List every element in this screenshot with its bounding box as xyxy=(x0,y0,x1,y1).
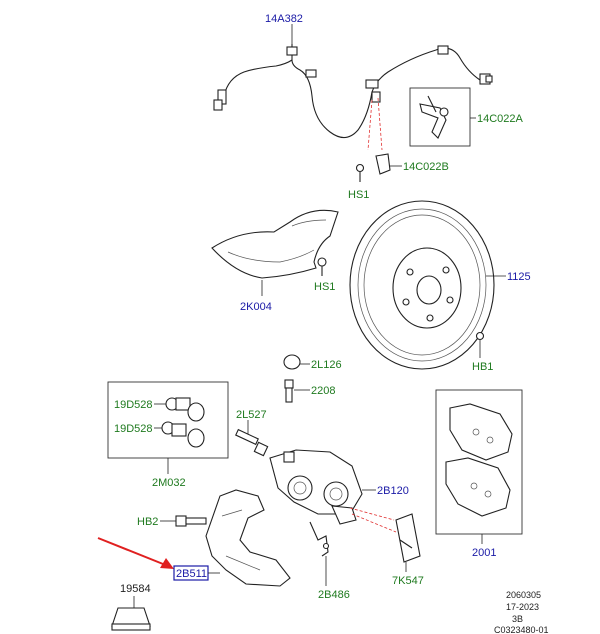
label-19D528-upper: 19D528 xyxy=(114,399,153,411)
grease-packet-19584 xyxy=(111,607,151,631)
stamp-line-2: 17-2023 xyxy=(506,602,539,612)
spring-clip-2B486 xyxy=(309,521,330,557)
guide-bolt-2L527 xyxy=(235,428,269,457)
stamp-line-4: C0323480-01 xyxy=(494,625,549,634)
guide-pin-kit-box xyxy=(107,381,229,459)
label-14C022B: 14C022B xyxy=(403,161,449,173)
caliper-carrier-2B511 xyxy=(205,489,291,587)
brake-pads-box xyxy=(435,389,523,535)
label-2001: 2001 xyxy=(472,547,496,559)
label-14C022A: 14C022A xyxy=(477,113,524,125)
splash-shield-2K004 xyxy=(211,209,339,279)
label-1125: 1125 xyxy=(507,271,531,283)
highlighted-part-2B511[interactable]: 2B511 xyxy=(173,565,209,581)
label-2B120: 2B120 xyxy=(377,485,409,497)
bolt-HB2 xyxy=(175,515,207,527)
bleed-cap-2L126 xyxy=(283,354,301,370)
brake-caliper-2B120 xyxy=(269,449,397,533)
label-7K547: 7K547 xyxy=(392,575,424,587)
bracket-14C022B xyxy=(355,153,391,182)
wear-sensor-7K547 xyxy=(395,513,421,563)
abs-sensor-cable xyxy=(213,44,493,151)
label-19D528-lower: 19D528 xyxy=(114,423,153,435)
bleed-screw-2208 xyxy=(284,379,294,403)
label-2B486: 2B486 xyxy=(318,589,350,601)
label-HS1-bottom: HS1 xyxy=(314,281,335,293)
stamp-line-1: 2060305 xyxy=(506,590,541,600)
label-HB1: HB1 xyxy=(472,361,493,373)
label-2L126: 2L126 xyxy=(311,359,342,371)
label-2B511: 2B511 xyxy=(176,568,207,580)
reference-stamp: 2060305 17-2023 3B C0323480-01 xyxy=(494,590,549,634)
label-19584: 19584 xyxy=(120,583,151,595)
label-2M032: 2M032 xyxy=(152,477,186,489)
label-2K004: 2K004 xyxy=(240,301,272,313)
brake-disc-1125 xyxy=(349,200,495,370)
label-2208: 2208 xyxy=(311,385,335,397)
label-2L527: 2L527 xyxy=(236,409,267,421)
label-HB2: HB2 xyxy=(137,516,158,528)
label-14A382: 14A382 xyxy=(265,13,303,25)
label-HS1-top: HS1 xyxy=(348,189,369,201)
stamp-line-3: 3B xyxy=(512,614,523,624)
clip-14C022A-box xyxy=(409,87,471,147)
highlight-arrow xyxy=(97,537,174,569)
